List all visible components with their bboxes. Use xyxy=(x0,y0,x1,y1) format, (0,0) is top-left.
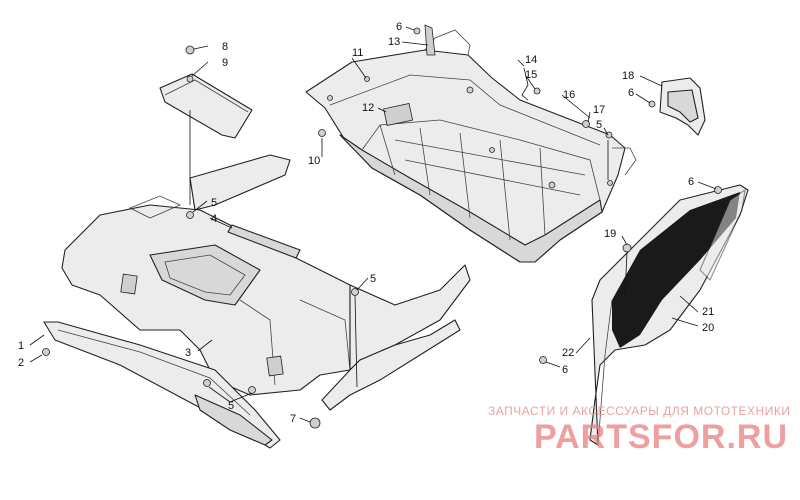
callout-6: 6 xyxy=(688,176,694,188)
callout-14: 14 xyxy=(525,54,537,66)
callout-20: 20 xyxy=(702,322,714,334)
screw-icon xyxy=(351,288,359,296)
callout-4: 4 xyxy=(211,213,217,225)
callout-6: 6 xyxy=(562,364,568,376)
callout-10: 10 xyxy=(308,155,320,167)
callout-6: 6 xyxy=(396,21,402,33)
rivet-icon xyxy=(309,417,321,429)
callout-21: 21 xyxy=(702,306,714,318)
screw-icon xyxy=(203,379,211,387)
grommet-icon xyxy=(622,243,632,253)
callout-5: 5 xyxy=(596,119,602,131)
hardware-group xyxy=(42,24,722,429)
callout-18: 18 xyxy=(622,70,634,82)
callout-1: 1 xyxy=(18,340,24,352)
access-lid-part xyxy=(159,73,253,139)
callout-2: 2 xyxy=(18,357,24,369)
washer-icon xyxy=(582,120,590,128)
screw-icon xyxy=(248,386,256,394)
callout-15: 15 xyxy=(525,69,537,81)
callout-6: 6 xyxy=(628,87,634,99)
callout-5: 5 xyxy=(370,273,376,285)
callout-3: 3 xyxy=(185,347,191,359)
screw-icon xyxy=(533,87,541,95)
callout-7: 7 xyxy=(290,413,296,425)
callout-5: 5 xyxy=(228,400,234,412)
callout-16: 16 xyxy=(563,89,575,101)
callout-11: 11 xyxy=(352,47,363,59)
reflector-icon xyxy=(120,273,138,295)
nut-icon xyxy=(413,27,421,35)
reflector-icon xyxy=(266,355,284,377)
callout-12: 12 xyxy=(362,102,374,114)
clip-icon xyxy=(318,129,326,137)
screw-icon xyxy=(185,45,195,55)
warning-label-decal xyxy=(383,102,414,126)
bracket-icon xyxy=(424,24,436,56)
nut-icon xyxy=(714,186,722,194)
callout-5: 5 xyxy=(211,197,217,209)
side-panel-part xyxy=(589,184,749,446)
mount-bracket-part xyxy=(659,77,706,136)
callout-9: 9 xyxy=(222,57,228,69)
nut-icon xyxy=(648,100,656,108)
side-panel-graphic-decal xyxy=(612,192,740,348)
leader-lines xyxy=(29,26,717,423)
trim-strip-part xyxy=(227,224,301,259)
callout-22: 22 xyxy=(562,347,574,359)
lid-screw-icon xyxy=(186,75,194,83)
watermark-tagline: ЗАПЧАСТИ И АКСЕССУАРЫ ДЛЯ МОТОТЕХНИКИ xyxy=(488,404,791,418)
callout-19: 19 xyxy=(604,228,616,240)
nut-icon xyxy=(539,356,547,364)
callout-labels: 8 9 5 4 3 1 2 5 5 7 10 11 12 13 6 14 15 … xyxy=(18,21,714,425)
watermark: ЗАПЧАСТИ И АКСЕССУАРЫ ДЛЯ МОТОТЕХНИКИ PA… xyxy=(488,404,791,456)
callout-17: 17 xyxy=(593,104,605,116)
clip-icon xyxy=(42,348,50,356)
watermark-logo: PARTSFOR.RU xyxy=(533,418,788,456)
screw-icon xyxy=(186,211,194,219)
rear-body-panel-part xyxy=(61,154,471,411)
storage-tub-part xyxy=(305,29,637,263)
callout-13: 13 xyxy=(388,36,400,48)
rub-strip-part xyxy=(43,321,281,449)
callout-8: 8 xyxy=(222,41,228,53)
